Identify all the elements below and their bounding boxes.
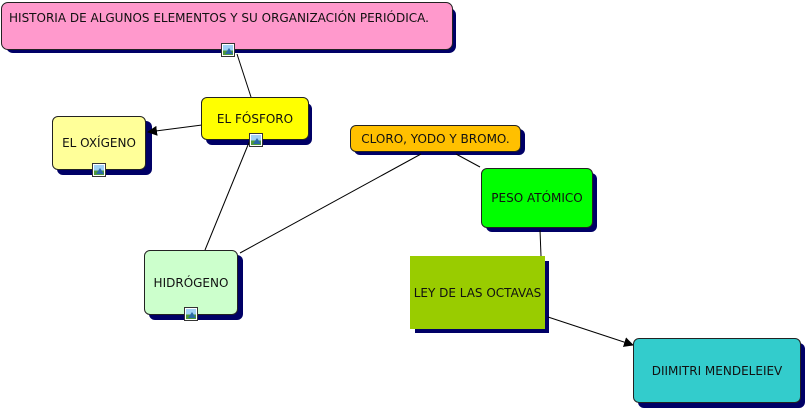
- concept-label: CLORO, YODO Y BROMO.: [361, 131, 510, 146]
- image-icon[interactable]: [249, 133, 263, 147]
- image-icon[interactable]: [184, 307, 198, 321]
- concept-label: HISTORIA DE ALGUNOS ELEMENTOS Y SU ORGAN…: [9, 11, 429, 25]
- image-icon[interactable]: [221, 43, 235, 57]
- link-fosforo-oxigeno: [147, 124, 203, 136]
- concept-node-fosforo[interactable]: EL FÓSFORO: [201, 97, 309, 147]
- image-icon[interactable]: [92, 163, 106, 177]
- link-hidrogeno-cloro: [239, 153, 422, 254]
- concept-node-historia[interactable]: HISTORIA DE ALGUNOS ELEMENTOS Y SU ORGAN…: [1, 2, 453, 57]
- concept-label: EL FÓSFORO: [216, 111, 294, 126]
- concept-label: EL OXÍGENO: [62, 136, 136, 150]
- concept-label: LEY DE LAS OCTAVAS: [413, 285, 542, 300]
- concept-node-oxigeno[interactable]: EL OXÍGENO: [52, 116, 146, 177]
- concept-node-octavas[interactable]: LEY DE LAS OCTAVAS: [410, 256, 545, 329]
- concept-label: DIIMITRI MENDELEIEV: [651, 363, 783, 378]
- link-fosforo-hidrogeno: [204, 139, 251, 251]
- concept-node-cloro[interactable]: CLORO, YODO Y BROMO.: [350, 125, 521, 152]
- link-cloro-peso: [455, 153, 481, 168]
- concept-node-peso[interactable]: PESO ATÓMICO: [481, 168, 593, 228]
- concept-node-mendeleiev[interactable]: DIIMITRI MENDELEIEV: [633, 338, 801, 403]
- link-historia-fosforo: [236, 53, 252, 98]
- concept-label: PESO ATÓMICO: [491, 191, 583, 205]
- link-peso-octavas: [539, 229, 542, 257]
- link-octavas-mendeleiev: [547, 316, 634, 347]
- concept-label: HIDRÓGENO: [153, 275, 229, 290]
- concept-node-hidrogeno[interactable]: HIDRÓGENO: [144, 250, 238, 321]
